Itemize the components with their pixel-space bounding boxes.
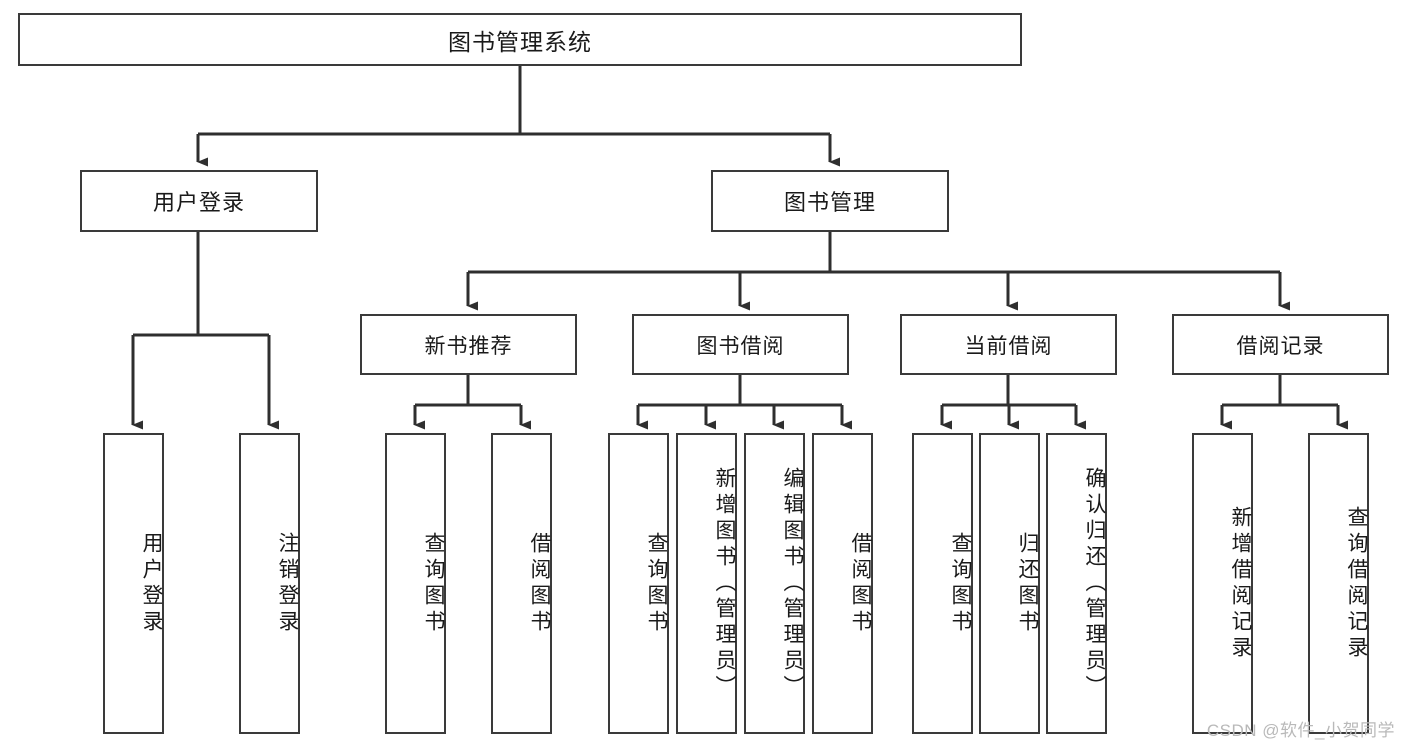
node-leaf-logout[interactable]: 注销登录 [239,433,300,734]
node-leaf-query-borrow-record-label: 查询借阅记录 [1345,505,1368,662]
node-leaf-confirm-return-admin[interactable]: 确认归还（管理员） [1046,433,1107,734]
node-leaf-confirm-return-admin-label: 确认归还（管理员） [1083,466,1106,701]
node-leaf-add-borrow-record[interactable]: 新增借阅记录 [1192,433,1253,734]
node-current-borrowing[interactable]: 当前借阅 [900,314,1117,375]
node-leaf-new-book-borrow-book[interactable]: 借阅图书 [491,433,552,734]
node-leaf-add-borrow-record-label: 新增借阅记录 [1229,505,1252,662]
node-root-label: 图书管理系统 [448,28,592,55]
node-book-management-label: 图书管理 [783,190,876,215]
node-leaf-user-login[interactable]: 用户登录 [103,433,164,734]
node-leaf-new-book-query-book-label: 查询图书 [422,531,445,636]
node-leaf-add-book-admin[interactable]: 新增图书（管理员） [676,433,737,734]
node-user-login[interactable]: 用户登录 [80,170,318,232]
node-book-borrowing-label: 图书借阅 [696,334,785,358]
node-leaf-edit-book-admin-label: 编辑图书（管理员） [781,466,804,701]
node-current-borrowing-label: 当前借阅 [964,334,1053,358]
node-leaf-current-query-book[interactable]: 查询图书 [912,433,973,734]
node-leaf-borrow-query-book-label: 查询图书 [645,531,668,636]
watermark-text: CSDN @软件_小贺同学 [1206,721,1395,740]
node-book-borrowing[interactable]: 图书借阅 [632,314,849,375]
node-leaf-add-book-admin-label: 新增图书（管理员） [713,466,736,701]
node-leaf-logout-label: 注销登录 [276,531,299,636]
node-leaf-edit-book-admin[interactable]: 编辑图书（管理员） [744,433,805,734]
node-leaf-borrow-book-label: 借阅图书 [849,531,872,636]
node-borrow-records-label: 借阅记录 [1236,334,1325,358]
node-leaf-borrow-query-book[interactable]: 查询图书 [608,433,669,734]
node-leaf-query-borrow-record[interactable]: 查询借阅记录 [1308,433,1369,734]
node-leaf-current-query-book-label: 查询图书 [949,531,972,636]
node-leaf-return-book[interactable]: 归还图书 [979,433,1040,734]
node-leaf-return-book-label: 归还图书 [1016,531,1039,636]
node-leaf-user-login-label: 用户登录 [140,531,163,636]
node-leaf-new-book-borrow-book-label: 借阅图书 [528,531,551,636]
node-user-login-label: 用户登录 [152,190,245,215]
node-leaf-new-book-query-book[interactable]: 查询图书 [385,433,446,734]
node-new-book-recommendation-label: 新书推荐 [424,334,513,358]
node-root-book-management-system[interactable]: 图书管理系统 [18,13,1022,66]
node-borrow-records[interactable]: 借阅记录 [1172,314,1389,375]
node-new-book-recommendation[interactable]: 新书推荐 [360,314,577,375]
node-book-management[interactable]: 图书管理 [711,170,949,232]
node-leaf-borrow-book[interactable]: 借阅图书 [812,433,873,734]
